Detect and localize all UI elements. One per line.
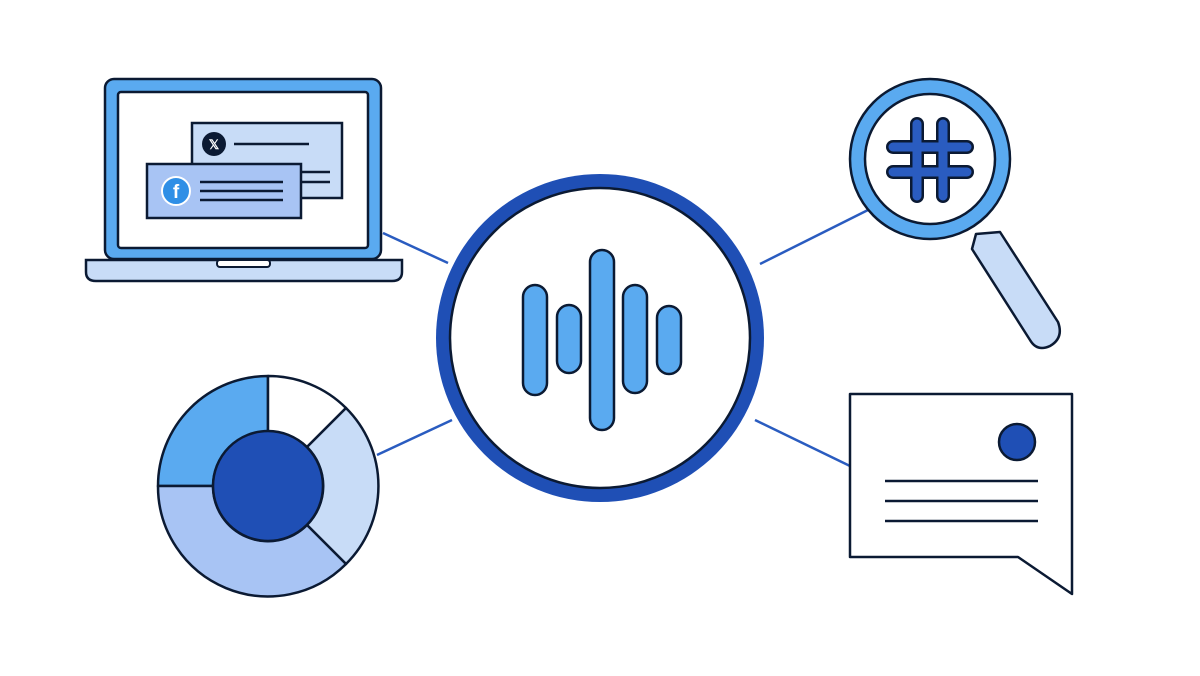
laptop-base — [84, 258, 404, 283]
connector-lines — [376, 208, 869, 468]
hashtag-fill — [888, 119, 972, 201]
donut-chart-icon — [156, 374, 380, 598]
connector-message — [754, 418, 851, 468]
magnifier-handle — [970, 230, 1061, 350]
magnifier-lens — [863, 92, 997, 226]
x-logo-icon — [202, 132, 226, 156]
wave-bar-4 — [621, 283, 649, 395]
facebook-logo-letter: f — [173, 182, 180, 203]
message-bubble — [848, 392, 1074, 596]
chat-message-icon — [848, 392, 1074, 596]
donut-center — [211, 429, 325, 543]
wave-bar-3 — [588, 248, 616, 432]
magnifying-glass-icon — [848, 77, 1061, 350]
laptop-notch — [216, 259, 271, 268]
connector-magnifier — [759, 208, 869, 266]
message-avatar-dot — [997, 422, 1037, 462]
wave-bar-2 — [555, 303, 583, 375]
x-logo-letter: 𝕏 — [209, 137, 220, 152]
laptop-icon: 𝕏 f — [84, 77, 404, 283]
sound-wave-bars — [521, 248, 683, 432]
connector-laptop — [382, 231, 449, 265]
facebook-logo-icon — [161, 176, 191, 206]
facebook-post-card: f — [145, 162, 303, 220]
connector-donut — [376, 418, 453, 457]
wave-bar-5 — [655, 304, 683, 376]
wave-bar-1 — [521, 283, 549, 397]
sound-wave-icon — [436, 174, 764, 502]
